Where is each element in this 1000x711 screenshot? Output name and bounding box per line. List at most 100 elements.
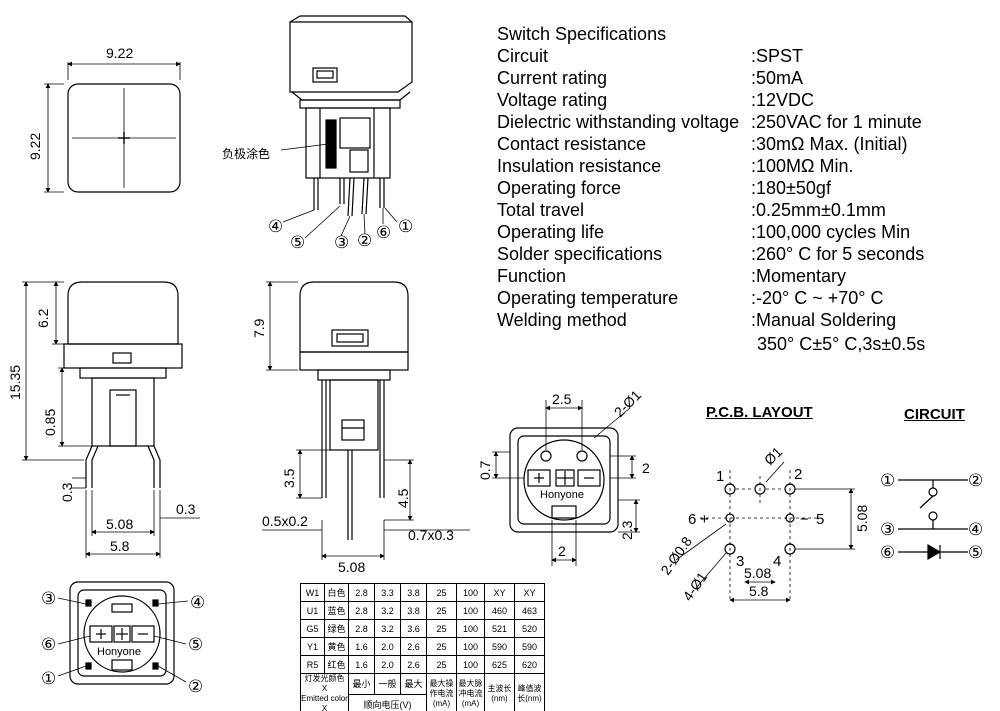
table-cell: 100 — [456, 583, 485, 602]
table-cell: 绿色 — [324, 619, 349, 638]
spec-value: :50mA — [751, 68, 804, 88]
table-cell: R5 — [300, 655, 325, 674]
dim-fp-2-bottom: 2 — [558, 543, 566, 559]
table-cell: XY — [484, 583, 515, 602]
circuit-title: CIRCUIT — [904, 406, 965, 423]
pcb-plus-sign: + — [700, 511, 709, 528]
cathode-note: 负极涂色 — [222, 146, 270, 161]
dim-03: 0.3 — [59, 482, 75, 502]
pcb-pin-5: 5 — [816, 511, 824, 528]
table-cell: XY — [514, 583, 545, 602]
spec-label: Welding method — [497, 310, 627, 330]
table-cell: 463 — [514, 601, 545, 620]
header-text: 作电流 — [429, 689, 454, 698]
table-cell: 2.6 — [400, 655, 427, 674]
dim-pin-05x02: 0.5x0.2 — [262, 513, 308, 529]
table-cell: 25 — [426, 583, 457, 602]
header-text: 冲电流 — [458, 689, 483, 698]
spec-value: :SPST — [751, 46, 804, 66]
table-header-row: 灯发光颜色 X Emitted color X 最小 一般 最大 最大操 作电流… — [300, 673, 545, 711]
dim-top-height: 9.22 — [27, 133, 43, 160]
header-max-current: 最大操 作电流 (mA) — [426, 673, 457, 711]
table-row: W1 白色 2.8 3.3 3.8 25 100 XY XY — [300, 583, 545, 602]
table-row: Y1 黄色 1.6 2.0 2.6 25 100 590 590 — [300, 637, 545, 656]
side-view — [262, 281, 470, 560]
iso-pin-3: ③ — [334, 233, 349, 252]
header-text: 主波长 — [487, 684, 512, 693]
table-cell: 100 — [456, 619, 485, 638]
dim-pcb-hole08: 2-Ø0.8 — [657, 533, 695, 577]
header-min: 最小 — [348, 673, 375, 695]
pcb-layout-title: P.C.B. LAYOUT — [706, 404, 813, 421]
table-header-row: 顺向电压(V) — [301, 693, 545, 711]
table-cell: 460 — [484, 601, 515, 620]
table-cell: 100 — [456, 601, 485, 620]
table-cell: 25 — [426, 655, 457, 674]
header-max: 最大 — [400, 673, 427, 695]
table-row: R5 红色 1.6 2.0 2.6 25 100 625 620 — [300, 655, 545, 674]
spec-label: Contact resistance — [497, 134, 647, 154]
header-text: 长(nm) — [517, 694, 542, 703]
table-cell: 2.8 — [348, 583, 375, 602]
bottom-pin-5: ⑤ — [188, 635, 203, 654]
table-cell: 1.6 — [348, 637, 375, 656]
header-voltage: 顺向电压(V) — [348, 693, 427, 711]
pcb-minus-sign: − — [800, 511, 809, 528]
brand-label-bottom: Honyone — [97, 646, 141, 658]
spec-label: Current rating — [497, 68, 608, 88]
table-cell: 100 — [456, 655, 485, 674]
table-row: G5 绿色 2.8 3.2 3.6 25 100 521 520 — [300, 619, 545, 638]
circuit-pin-6: ⑥ — [880, 543, 895, 562]
dim-side-508: 5.08 — [338, 559, 365, 575]
dim-pcb-508h: 5.08 — [744, 565, 771, 581]
table-cell: 100 — [456, 637, 485, 656]
table-cell: 2.8 — [348, 601, 375, 620]
circuit-pin-3: ③ — [880, 520, 895, 539]
dim-cap-79: 7.9 — [251, 318, 267, 338]
header-text: 最大操 — [429, 679, 454, 688]
pcb-pin-2: 2 — [794, 466, 802, 483]
bottom-pin-1: ① — [41, 669, 56, 688]
spec-label: Total travel — [497, 200, 585, 220]
pcb-pin-1: 1 — [716, 468, 724, 485]
header-color: 灯发光颜色 X Emitted color X — [300, 673, 349, 711]
pcb-pin-4: 4 — [773, 553, 781, 570]
table-cell: 521 — [484, 619, 515, 638]
brand-label-footprint: Honyone — [540, 489, 584, 501]
specs-title: Switch Specifications — [497, 24, 667, 44]
dim-fp-07: 0.7 — [477, 460, 493, 480]
bottom-pin-4: ④ — [190, 593, 205, 612]
table-cell: 3.6 — [400, 619, 427, 638]
header-color-cn: 灯发光颜色 X — [304, 674, 345, 693]
spec-label: Insulation resistance — [497, 156, 662, 176]
header-color-en: Emitted color X — [301, 694, 348, 711]
bottom-pin-2: ② — [188, 677, 203, 696]
table-cell: 25 — [426, 637, 457, 656]
iso-pin-1: ① — [398, 217, 413, 236]
header-text: 最大脉 — [458, 679, 483, 688]
spec-label: Voltage rating — [497, 90, 608, 110]
dim-fp-2-right: 2 — [642, 460, 650, 476]
led-spec-table: W1 白色 2.8 3.3 3.8 25 100 XY XY U1 蓝色 2.8… — [300, 583, 545, 711]
dim-03-right: 0.3 — [176, 501, 196, 517]
table-cell: 1.6 — [348, 655, 375, 674]
table-cell: 2.8 — [348, 619, 375, 638]
table-cell: 黄色 — [324, 637, 349, 656]
spec-value: :30mΩ Max. (Initial) — [751, 134, 908, 154]
dim-pcb-508v: 5.08 — [854, 505, 870, 532]
table-cell: 25 — [426, 619, 457, 638]
table-cell: 3.3 — [374, 583, 401, 602]
spec-label: Circuit — [497, 46, 549, 66]
dim-pitch-508: 5.08 — [106, 516, 133, 532]
spec-value: :12VDC — [751, 90, 815, 110]
spec-label: Dielectric withstanding voltage — [497, 112, 740, 132]
spec-label: Operating force — [497, 178, 622, 198]
bottom-pin-6: ⑥ — [41, 635, 56, 654]
header-text: (nm) — [491, 694, 508, 703]
table-cell: 590 — [484, 637, 515, 656]
bottom-pin-3: ③ — [41, 589, 56, 608]
table-cell: 2.0 — [374, 637, 401, 656]
table-cell: 25 — [426, 601, 457, 620]
